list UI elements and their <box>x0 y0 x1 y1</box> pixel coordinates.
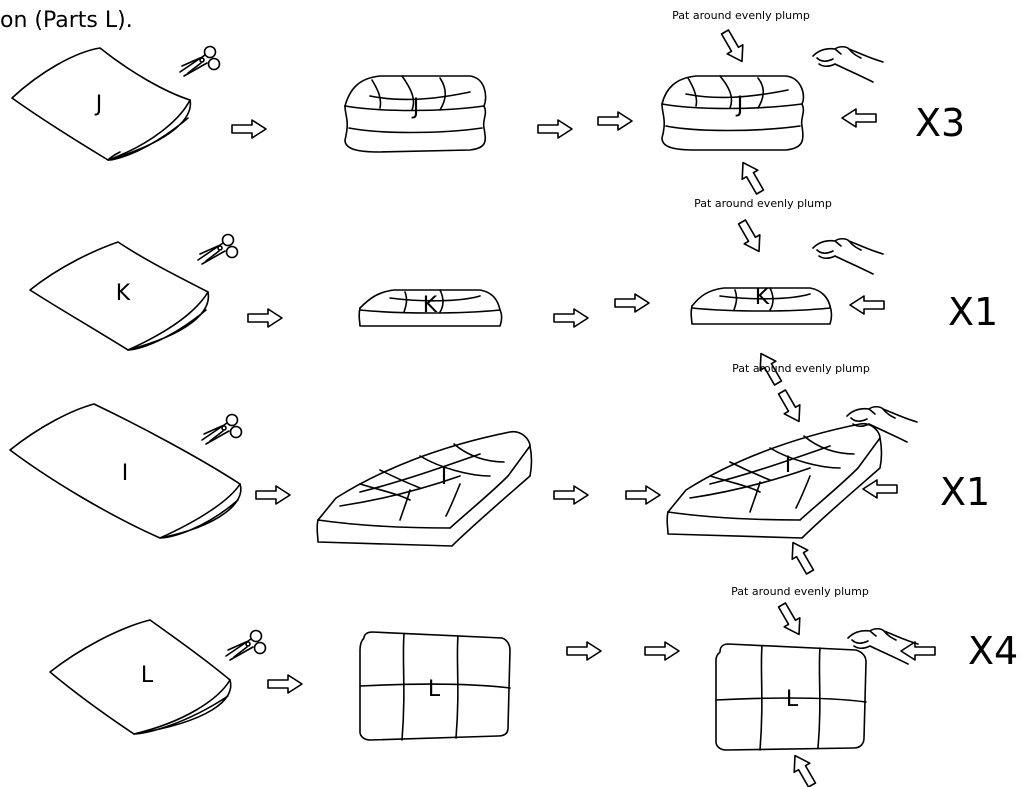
part-label-flat-l: L <box>141 663 154 688</box>
part-label-patted-l: L <box>786 687 799 712</box>
arrow-right-icon <box>644 641 680 661</box>
part-label-plumped-j: J <box>411 95 420 120</box>
step-row-j <box>11 26 884 198</box>
arrow-right-icon <box>614 293 650 313</box>
scissors-icon <box>179 45 221 77</box>
part-label-flat-j: J <box>94 92 103 117</box>
step-row-k <box>29 216 885 389</box>
arrow-down-icon <box>773 386 808 427</box>
part-label-plumped-i: I <box>441 465 448 490</box>
arrow-up-icon <box>784 537 819 578</box>
arrow-down-icon <box>773 599 808 640</box>
patted-cushion-l <box>715 643 867 751</box>
part-label-plumped-k: K <box>423 293 438 318</box>
arrow-right-icon <box>537 119 573 139</box>
arrow-down-icon <box>716 26 751 67</box>
flat-cushion-k <box>29 241 210 351</box>
arrow-right-icon <box>597 111 633 131</box>
plumped-cushion-l <box>359 631 511 741</box>
instruction-header: on (Parts L). <box>0 8 133 33</box>
plumped-cushion-i <box>316 430 533 547</box>
arrow-right-icon <box>247 308 283 328</box>
pat-instruction-i: Pat around evenly plump <box>732 362 870 375</box>
hand-icon <box>812 237 884 275</box>
arrow-right-icon <box>231 119 267 139</box>
quantity-multiplier-j: X3 <box>915 101 965 145</box>
flat-cushion-l <box>49 619 232 735</box>
part-label-flat-k: K <box>116 281 131 306</box>
hand-icon <box>812 45 884 83</box>
patted-cushion-k <box>690 287 833 325</box>
plumped-cushion-k <box>358 289 503 327</box>
arrow-right-icon <box>566 641 602 661</box>
arrow-left-icon <box>849 295 885 315</box>
part-label-patted-j: J <box>735 93 744 118</box>
arrow-down-icon <box>733 216 768 257</box>
flat-cushion-i <box>9 403 242 539</box>
patted-cushion-j <box>661 75 805 151</box>
step-row-i <box>9 386 918 578</box>
plumped-cushion-j <box>344 75 487 153</box>
arrow-right-icon <box>553 485 589 505</box>
arrow-right-icon <box>267 674 303 694</box>
flat-cushion-j <box>11 47 192 161</box>
patted-cushion-i <box>666 422 883 539</box>
scissors-icon <box>225 629 267 661</box>
part-label-patted-i: I <box>785 453 792 478</box>
quantity-multiplier-k: X1 <box>948 290 998 334</box>
arrow-left-icon <box>841 108 877 128</box>
arrow-right-icon <box>553 308 589 328</box>
scissors-icon <box>201 413 243 445</box>
quantity-multiplier-i: X1 <box>940 470 990 514</box>
part-label-flat-i: I <box>122 461 129 486</box>
arrow-right-icon <box>255 485 291 505</box>
arrow-up-icon <box>786 750 821 787</box>
arrow-left-icon <box>862 479 898 499</box>
arrow-up-icon <box>734 157 769 198</box>
scissors-icon <box>197 233 239 265</box>
quantity-multiplier-l: X4 <box>968 629 1018 673</box>
part-label-patted-k: K <box>755 285 770 310</box>
step-row-l <box>49 599 936 787</box>
pat-instruction-l: Pat around evenly plump <box>731 585 869 598</box>
pat-instruction-k: Pat around evenly plump <box>694 197 832 210</box>
pat-instruction-j: Pat around evenly plump <box>672 9 810 22</box>
part-label-plumped-l: L <box>428 677 441 702</box>
arrow-right-icon <box>625 485 661 505</box>
